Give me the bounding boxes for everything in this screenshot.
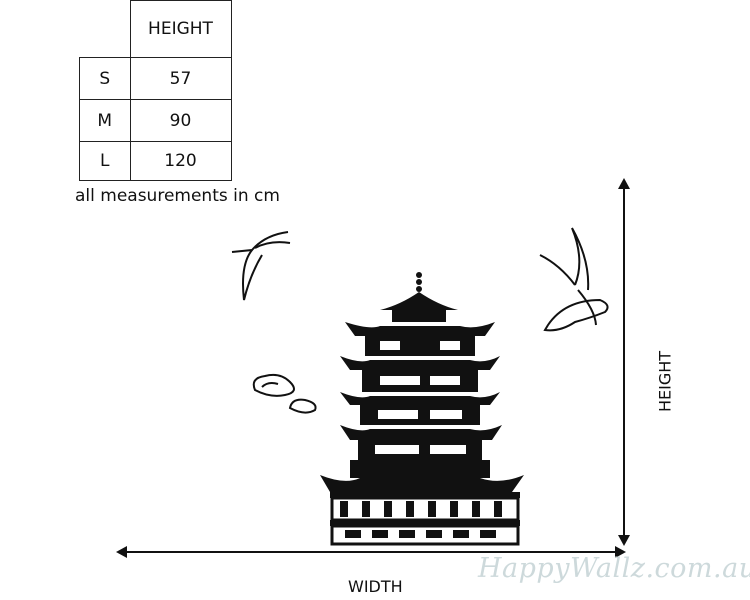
cloud-icon	[252, 373, 317, 414]
pagoda-icon	[320, 272, 524, 546]
height-cell: 57	[129, 57, 232, 100]
height-cell: 90	[129, 99, 232, 142]
crane-left-icon	[231, 231, 291, 301]
table-row: S 57	[79, 57, 232, 100]
table-row: M 90	[79, 99, 232, 142]
crane-right-icon	[539, 227, 609, 332]
table-row: L 120	[79, 141, 232, 181]
watermark: HappyWallz.com.au	[478, 553, 750, 584]
width-arrow	[116, 546, 626, 558]
width-label: WIDTH	[348, 577, 403, 596]
size-cell: S	[79, 57, 131, 100]
header-height: HEIGHT	[129, 0, 232, 58]
height-cell: 120	[129, 141, 232, 181]
measurement-note: all measurements in cm	[75, 186, 280, 206]
height-arrow	[618, 178, 630, 546]
height-label: HEIGHT	[655, 350, 675, 413]
size-cell: L	[79, 141, 131, 181]
size-table: HEIGHT S 57 M 90 L 120	[79, 0, 232, 181]
